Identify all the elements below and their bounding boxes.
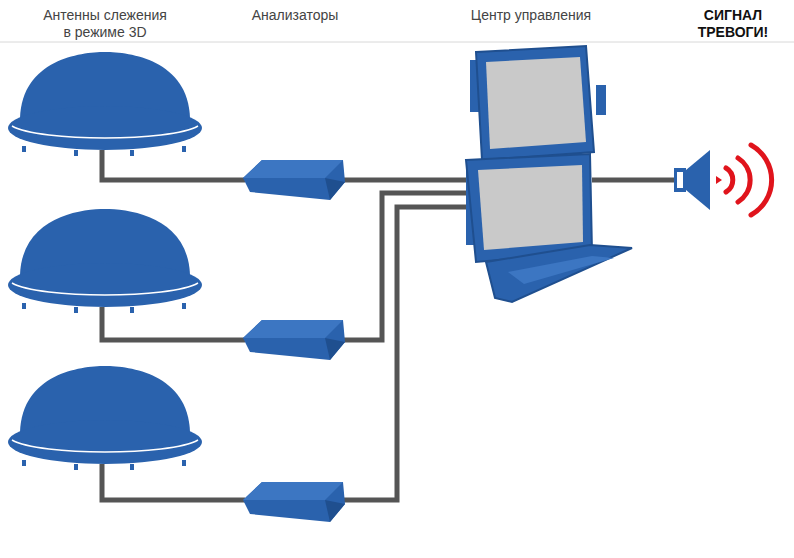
header-rule <box>0 42 794 43</box>
alarm-speaker <box>674 150 722 210</box>
analyzer-box <box>243 482 345 522</box>
column-header: Анализаторы <box>235 7 355 24</box>
antenna-dome <box>8 366 202 470</box>
column-header: Центр управления <box>451 7 611 24</box>
alarm-waves <box>726 145 772 215</box>
analyzer-box <box>243 160 345 200</box>
antenna-dome <box>8 209 202 313</box>
column-header: Антенны слежения в режиме 3D <box>43 7 167 41</box>
control-laptop <box>466 46 632 302</box>
antenna-dome <box>8 52 202 156</box>
alarm-header: СИГНАЛ ТРЕВОГИ! <box>688 7 778 41</box>
analyzer-box <box>243 320 345 360</box>
